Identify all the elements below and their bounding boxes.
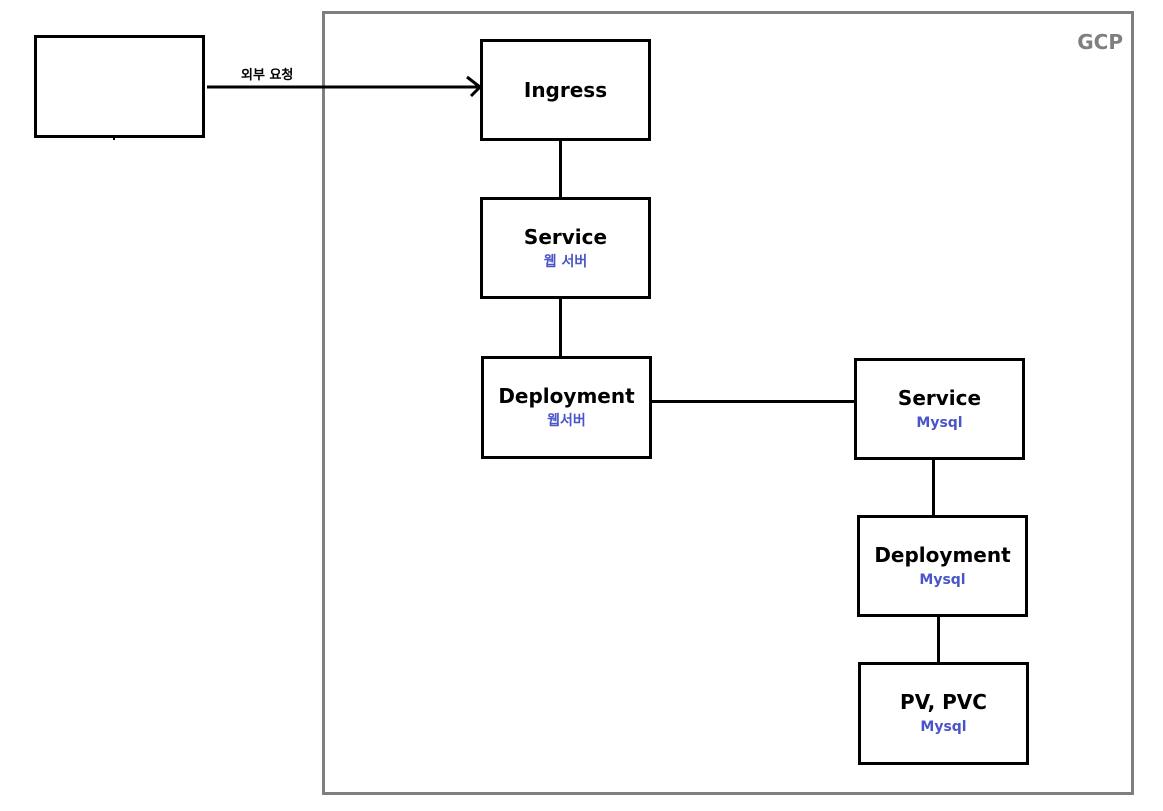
mysql-deployment-node: Deployment Mysql (857, 515, 1028, 617)
mysql-deployment-to-storage-connector (937, 615, 940, 665)
service-to-deployment-connector (559, 297, 562, 358)
gcp-label: GCP (1077, 30, 1123, 54)
client-box (34, 35, 205, 138)
mysql-service-to-deployment-connector (932, 458, 935, 518)
external-request-label: 외부 요청 (241, 68, 294, 83)
mysql-service-subtitle: Mysql (916, 414, 963, 431)
mysql-storage-subtitle: Mysql (920, 719, 967, 736)
mysql-service-title: Service (897, 385, 982, 410)
client-box-tick (113, 136, 115, 140)
web-to-mysql-connector (650, 400, 857, 403)
ingress-title: Ingress (523, 77, 608, 102)
mysql-storage-title: PV, PVC (900, 690, 987, 715)
web-deployment-title: Deployment (498, 384, 635, 409)
ingress-node: Ingress (480, 39, 651, 141)
web-service-subtitle: 웹 서버 (543, 253, 588, 270)
web-service-node: Service 웹 서버 (480, 197, 651, 299)
web-deployment-subtitle: 웹서버 (547, 413, 586, 430)
gcp-boundary (322, 11, 1134, 795)
mysql-deployment-subtitle: Mysql (919, 571, 966, 588)
mysql-storage-node: PV, PVC Mysql (858, 662, 1029, 765)
external-request-arrow (207, 75, 483, 98)
ingress-to-service-connector (559, 139, 562, 200)
mysql-service-node: Service Mysql (854, 358, 1025, 460)
web-service-title: Service (523, 224, 608, 249)
web-deployment-node: Deployment 웹서버 (481, 356, 652, 459)
mysql-deployment-title: Deployment (874, 542, 1011, 567)
